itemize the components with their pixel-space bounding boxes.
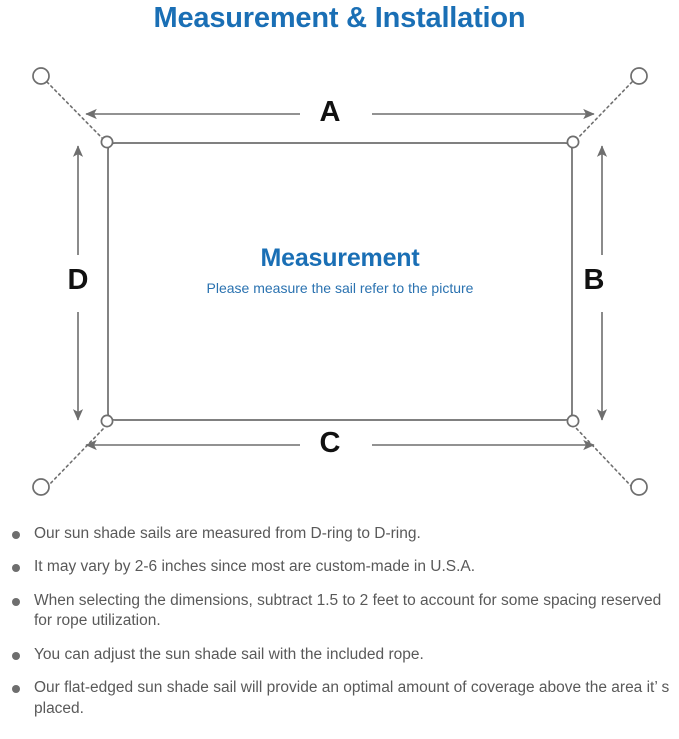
list-item: When selecting the dimensions, subtract … <box>0 591 679 632</box>
notes-list: Our sun shade sails are measured from D-… <box>0 524 679 719</box>
d-ring-bottom-left <box>100 414 114 428</box>
anchor-ring-top-right <box>630 67 648 85</box>
d-ring-top-right <box>566 135 580 149</box>
rope-line-top-right <box>575 81 633 141</box>
bullet-dot-icon <box>12 651 20 660</box>
list-item-text: Our sun shade sails are measured from D-… <box>34 525 421 542</box>
dimension-label-b: B <box>583 264 605 296</box>
list-item-text: When selecting the dimensions, subtract … <box>34 591 662 630</box>
page-title: Measurement & Installation <box>153 2 526 34</box>
bullet-dot-icon <box>12 531 20 539</box>
rope-line-bottom-left <box>46 427 105 488</box>
list-item-text: It may vary by 2-6 inches since most are… <box>34 558 476 576</box>
sail-body <box>107 142 573 421</box>
list-item: Our sun shade sails are measured from D-… <box>0 524 679 544</box>
dimension-label-d: D <box>67 264 89 296</box>
anchor-ring-top-left <box>32 67 50 85</box>
rope-line-bottom-right <box>575 427 633 488</box>
list-item: It may vary by 2-6 inches since most are… <box>0 557 679 577</box>
rope-line-top-left <box>46 81 105 141</box>
list-item: You can adjust the sun shade sail with t… <box>0 645 679 665</box>
list-item: Our flat-edged sun shade sail will provi… <box>0 678 679 719</box>
d-ring-bottom-right <box>566 414 580 428</box>
dimension-label-c: C <box>319 427 341 459</box>
bullet-dot-icon <box>12 597 20 606</box>
anchor-ring-bottom-left <box>32 478 50 496</box>
list-item-text: You can adjust the sun shade sail with t… <box>34 645 424 663</box>
dimension-label-a: A <box>319 96 341 128</box>
sail-center-heading: Measurement <box>260 244 420 272</box>
bullet-dot-icon <box>12 685 20 694</box>
sail-center-subtext: Please measure the sail refer to the pic… <box>206 280 474 296</box>
bullet-dot-icon <box>12 564 20 573</box>
anchor-ring-bottom-right <box>630 478 648 496</box>
list-item-text: Our flat-edged sun shade sail will provi… <box>34 679 670 717</box>
sun-shade-sail-measurement-diagram <box>32 67 648 496</box>
d-ring-top-left <box>100 135 114 149</box>
